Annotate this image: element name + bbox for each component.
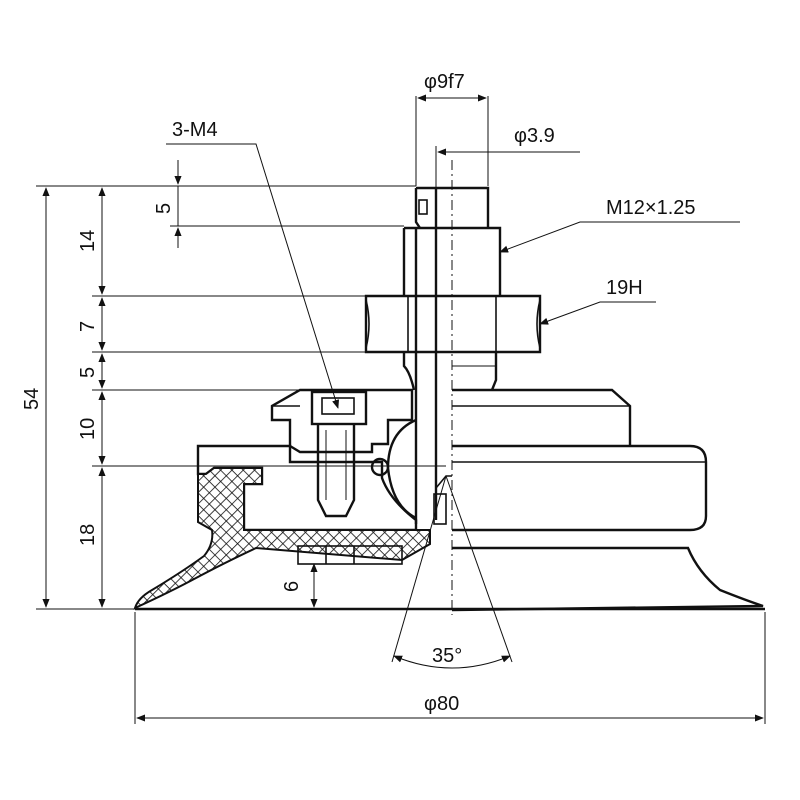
cup-section-hatched	[133, 467, 431, 610]
upper-body-right	[452, 388, 632, 446]
shaft-slot	[418, 199, 428, 215]
stem-left-lower	[402, 352, 416, 391]
dimension-lines	[36, 94, 766, 724]
angle-line-left	[391, 475, 447, 663]
label-dim-6: 6	[281, 581, 303, 592]
label-dim-14: 14	[77, 230, 99, 252]
label-dim-54: 54	[21, 388, 43, 410]
detent-ball	[370, 457, 390, 477]
leader-m12	[499, 221, 740, 253]
screw-head	[310, 390, 368, 426]
label-35deg: 35°	[432, 645, 462, 667]
lower-flange-right	[452, 444, 708, 532]
nut-chamfer-right	[536, 299, 541, 349]
label-phi9f7: φ9f7	[424, 71, 465, 93]
label-dim-5-top: 5	[153, 203, 175, 214]
shaft-top-left	[414, 188, 421, 229]
leader-19h	[539, 301, 656, 325]
label-dim-18: 18	[77, 524, 99, 546]
hex-nut	[364, 294, 542, 354]
screw-socket	[321, 397, 355, 415]
label-3m4: 3-M4	[172, 119, 218, 141]
nut-chamfer-left	[365, 299, 370, 349]
labels: φ9f7 φ3.9 3-M4 M12×1.25 19H 35° φ80 54 1…	[21, 71, 696, 715]
ball-joint	[386, 418, 417, 520]
angle-arc	[393, 655, 511, 669]
left-housing	[270, 388, 414, 454]
label-m12: M12×1.25	[606, 197, 696, 219]
leader-3m4	[166, 143, 340, 409]
part-outline	[133, 160, 765, 615]
bore-insert	[433, 493, 447, 525]
label-phi39: φ3.9	[514, 125, 555, 147]
angle-line-right	[445, 475, 513, 663]
insert-disc	[297, 545, 403, 565]
label-dim-5: 5	[77, 367, 99, 378]
stem-right-lower	[490, 352, 498, 391]
label-phi80: φ80	[424, 693, 459, 715]
label-19h: 19H	[606, 277, 643, 299]
label-dim-10: 10	[77, 418, 99, 440]
cup-outline-right	[451, 546, 764, 612]
screw-body	[316, 424, 356, 518]
label-dim-7: 7	[77, 321, 99, 332]
shaft-top	[416, 186, 490, 228]
